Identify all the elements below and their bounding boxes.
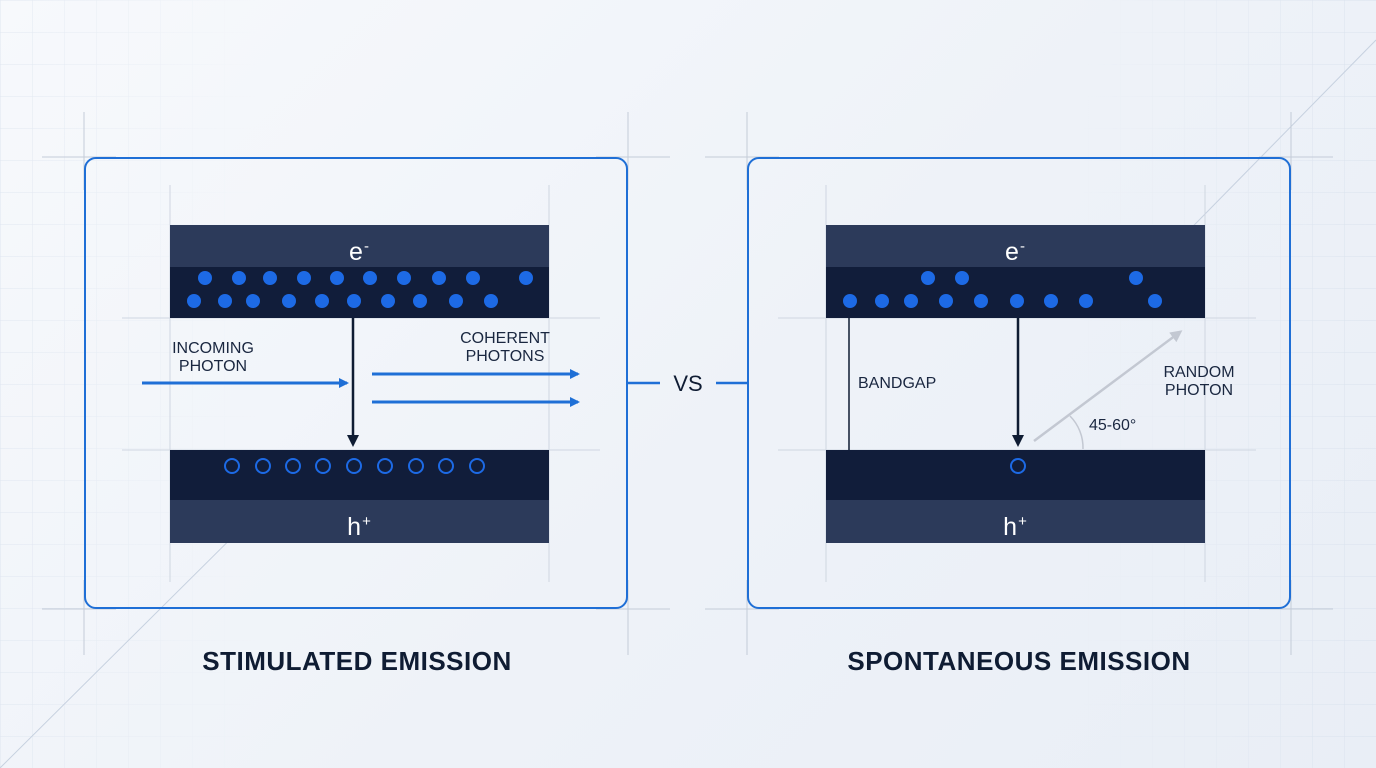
left-conduction-band [170,267,549,318]
spontaneous-emission-panel [747,157,1291,609]
electron [246,294,260,308]
hole [377,458,393,474]
right-conduction-band-label-area [826,225,1205,267]
electron [1129,271,1143,285]
random-photon-arrow [1033,330,1183,443]
left-electron-label: e- [349,238,369,266]
right-hole-label: h+ [1003,513,1027,541]
electron [330,271,344,285]
stimulated-emission-panel [84,157,628,609]
electron [484,294,498,308]
hole [346,458,362,474]
electron [218,294,232,308]
electron [282,294,296,308]
electron [413,294,427,308]
electron [315,294,329,308]
electron [432,271,446,285]
electron [1148,294,1162,308]
electron [843,294,857,308]
hole [408,458,424,474]
hole [469,458,485,474]
left-holes [224,458,485,474]
left-conduction-band-label-area [170,225,549,267]
right-valence-band [826,450,1205,500]
right-hole [1010,458,1026,474]
electron [904,294,918,308]
electron [363,271,377,285]
left-hole-label: h+ [347,513,371,541]
angle-arc [1069,415,1084,450]
electron [1079,294,1093,308]
electron [232,271,246,285]
electron [939,294,953,308]
right-valence-band-label-area [826,500,1205,543]
right-electrons [843,271,1162,308]
coherent-photons-label: COHERENT PHOTONS [460,330,550,365]
electron [974,294,988,308]
electron [1010,294,1024,308]
electron [198,271,212,285]
angle-label: 45-60° [1089,417,1137,434]
hole [315,458,331,474]
vs-label: VS [673,371,703,396]
electron [519,271,533,285]
hole [224,458,240,474]
hole [285,458,301,474]
left-electrons [187,271,533,308]
hole [255,458,271,474]
bandgap-label: BANDGAP [858,375,937,392]
electron [187,294,201,308]
electron [397,271,411,285]
electron [263,271,277,285]
left-valence-band [170,450,549,500]
electron [466,271,480,285]
electron [921,271,935,285]
electron [1044,294,1058,308]
random-photon-label: RANDOM PHOTON [1163,364,1235,399]
electron [875,294,889,308]
left-valence-band-label-area [170,500,549,543]
right-electron-label: e- [1005,238,1025,266]
electron [449,294,463,308]
incoming-photon-label: INCOMING PHOTON [172,340,254,375]
right-conduction-band [826,267,1205,318]
electron [347,294,361,308]
electron [297,271,311,285]
hole [438,458,454,474]
stimulated-emission-caption: STIMULATED EMISSION [202,646,512,676]
electron [955,271,969,285]
spontaneous-emission-caption: SPONTANEOUS EMISSION [847,646,1191,676]
electron [381,294,395,308]
